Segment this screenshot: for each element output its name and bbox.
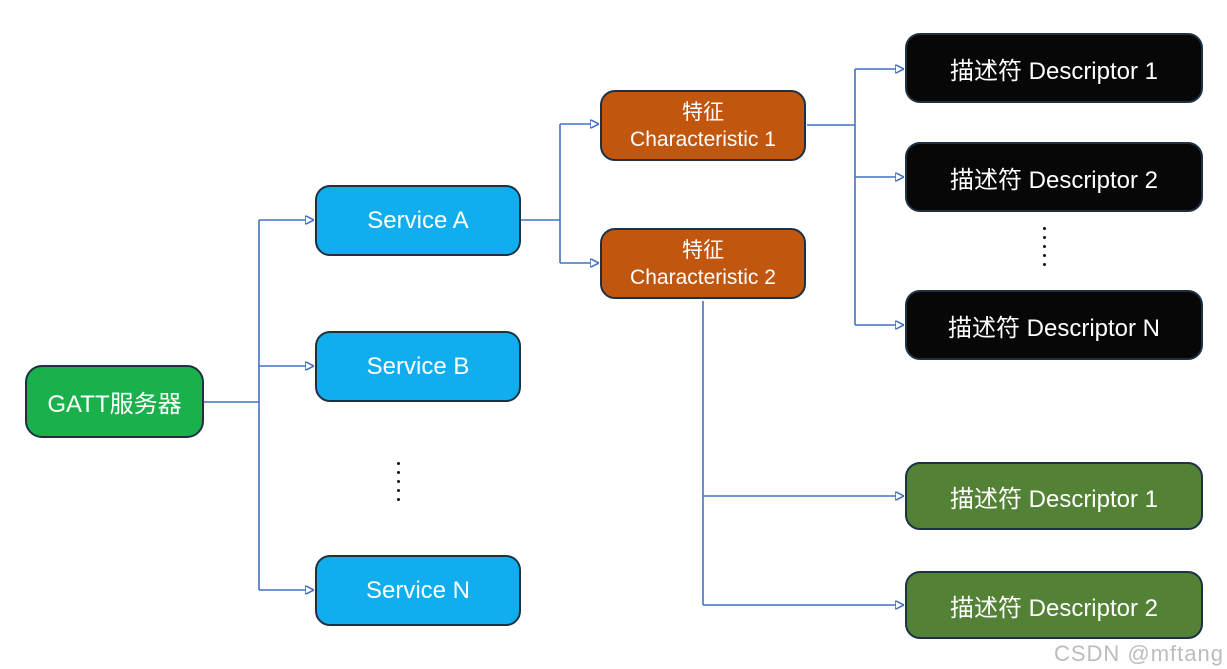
characteristic-2-label-en: Characteristic 2 bbox=[630, 265, 776, 289]
node-characteristic-2: 特征 Characteristic 2 bbox=[600, 228, 806, 299]
node-service-n: Service N bbox=[315, 555, 521, 626]
characteristic-2-label-zh: 特征 bbox=[682, 238, 724, 262]
node-service-b: Service B bbox=[315, 331, 521, 402]
services-ellipsis bbox=[397, 462, 400, 501]
descriptors-ellipsis bbox=[1043, 227, 1046, 266]
node-gatt-server: GATT服务器 bbox=[25, 365, 204, 438]
node-descriptor-green-1: 描述符 Descriptor 1 bbox=[905, 462, 1203, 530]
node-descriptor-green-2: 描述符 Descriptor 2 bbox=[905, 571, 1203, 639]
characteristic-1-label-zh: 特征 bbox=[682, 100, 724, 124]
node-service-a: Service A bbox=[315, 185, 521, 256]
characteristic-1-label-en: Characteristic 1 bbox=[630, 127, 776, 151]
node-characteristic-1: 特征 Characteristic 1 bbox=[600, 90, 806, 161]
csdn-watermark: CSDN @mftang bbox=[1053, 641, 1224, 666]
node-descriptor-black-n: 描述符 Descriptor N bbox=[905, 290, 1203, 360]
node-descriptor-black-1: 描述符 Descriptor 1 bbox=[905, 33, 1203, 103]
node-descriptor-black-2: 描述符 Descriptor 2 bbox=[905, 142, 1203, 212]
